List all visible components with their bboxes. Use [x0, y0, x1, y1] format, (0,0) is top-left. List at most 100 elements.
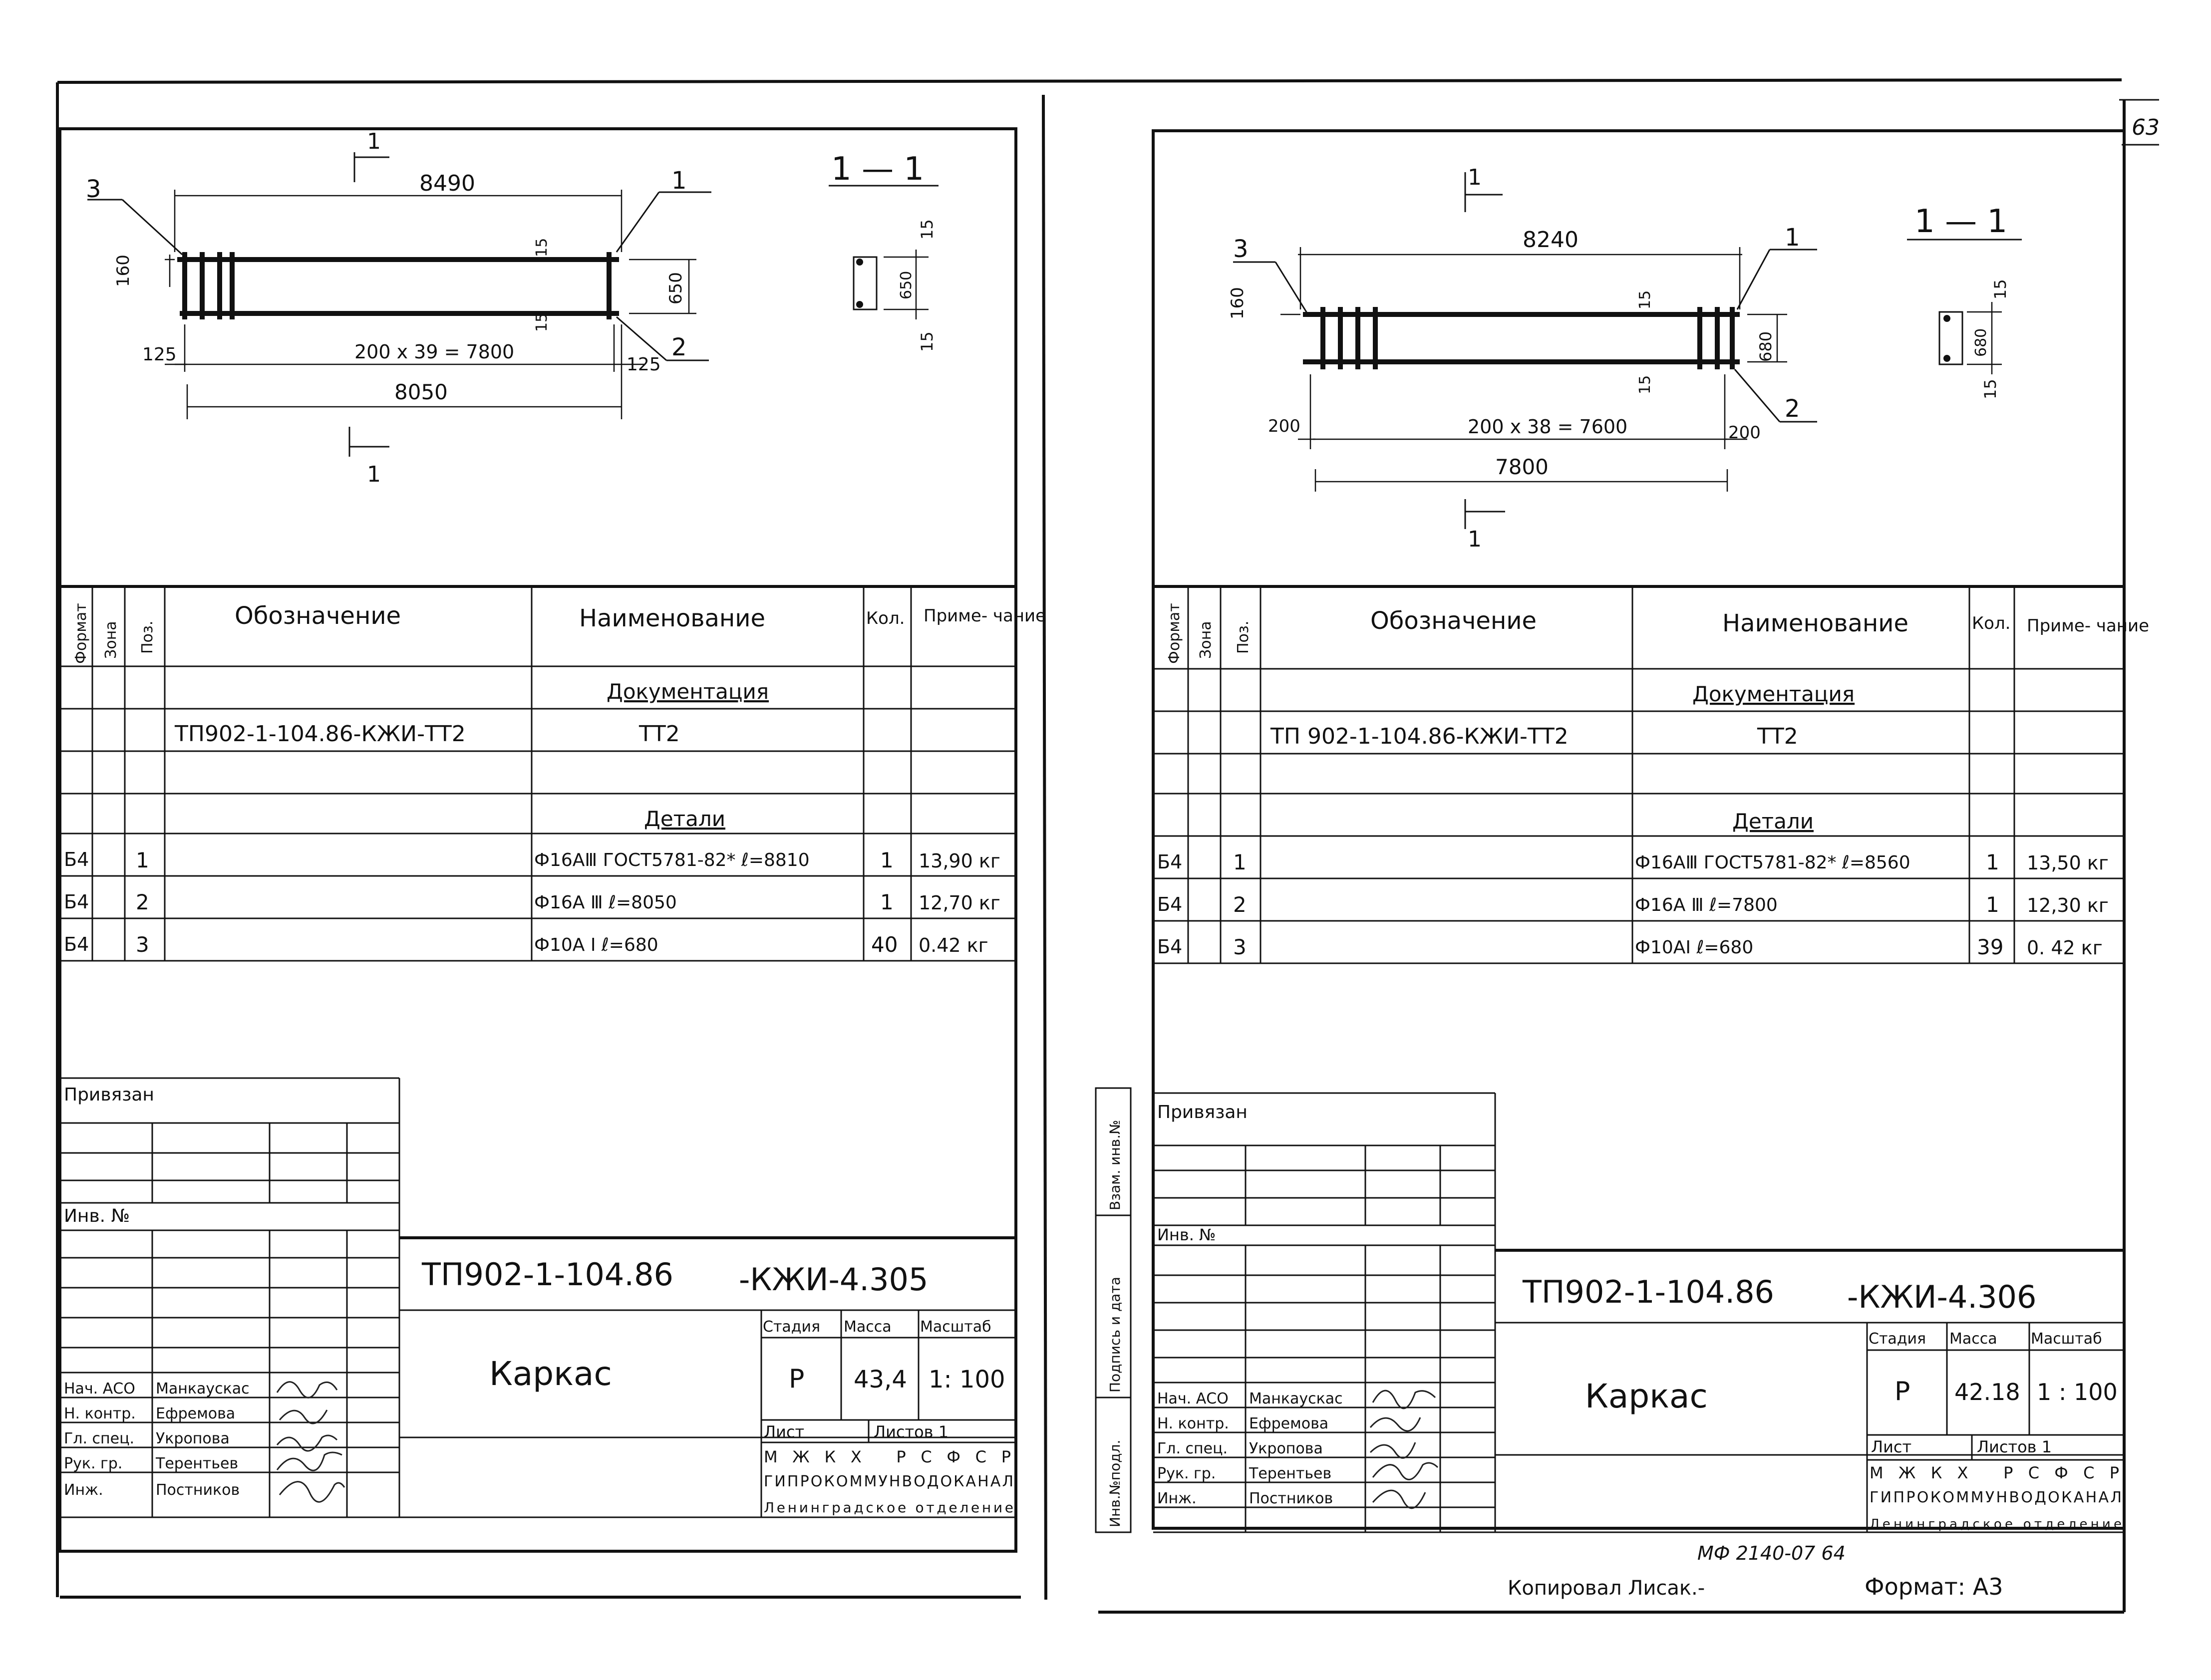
spec-table: Формат Зона Поз. Обозначение Наименовани… — [60, 585, 1046, 962]
col-header-note: Приме- чание — [924, 606, 1046, 626]
title-block: Инв.№подл. Подпись и дата Взам. инв.№ — [1095, 1087, 2124, 1533]
row2-name: Ф16А Ⅲ ℓ=8050 — [534, 892, 677, 913]
role-2: Н. контр. — [1157, 1415, 1229, 1432]
sec-dim-height: 650 — [898, 271, 915, 299]
name-3: Укропова — [1249, 1440, 1323, 1457]
section-view: 1 — 1 680 15 15 — [1907, 203, 2022, 399]
row3-note: 0. 42 кг — [2027, 937, 2103, 959]
name-5: Постников — [156, 1481, 240, 1499]
role-1: Нач. АСО — [1157, 1390, 1229, 1407]
scale-header: Масштаб — [2031, 1330, 2102, 1348]
col-header-pos: Поз. — [1235, 621, 1252, 654]
row1-note: 13,90 кг — [919, 850, 1000, 872]
signatures — [1369, 1390, 1439, 1509]
row3-pos: 3 — [1233, 935, 1247, 959]
drawing-title: Каркас — [1585, 1377, 1708, 1415]
dim-spacing: 200 x 38 = 7600 — [1468, 416, 1627, 438]
callout-1: 1 — [1785, 224, 1800, 252]
col-header-pos: Поз. — [139, 621, 156, 654]
doc-code: ТП902-1-104.86 — [1522, 1274, 1774, 1310]
sheets-header: Листов 1 — [1977, 1437, 2052, 1456]
name-2: Ефремова — [1249, 1415, 1328, 1432]
row3-name: Ф10А Ⅰ ℓ=680 — [534, 935, 658, 955]
section-view: 1 — 1 650 15 15 — [829, 151, 939, 352]
inv-label: Инв. № — [1157, 1225, 1216, 1244]
name-4: Терентьев — [155, 1455, 238, 1472]
page-number: 63 — [2132, 115, 2160, 140]
row2-name: Ф16А Ⅲ ℓ=7800 — [1635, 895, 1778, 915]
sheets-header: Листов 1 — [874, 1422, 948, 1441]
sheet-header: Лист — [1871, 1437, 1911, 1456]
title-block: Привязан Инв. № ТП902-1-104.86 -КЖИ-4.30… — [60, 1077, 1016, 1518]
name-2: Ефремова — [156, 1405, 235, 1422]
mass-value: 42.18 — [1954, 1379, 2020, 1405]
row2-pos: 2 — [136, 890, 149, 914]
callout-1: 1 — [671, 167, 687, 195]
row2-qty: 1 — [880, 890, 894, 914]
row1-qty: 1 — [1986, 850, 1999, 874]
col-header-format: Формат — [72, 603, 90, 664]
callout-3: 3 — [86, 175, 101, 203]
col-header-qty: Кол. — [1972, 613, 2010, 633]
section-title: 1 — 1 — [831, 151, 924, 188]
section-title: 1 — 1 — [1914, 203, 2007, 240]
row1-note: 13,50 кг — [2027, 852, 2109, 874]
row3-note: 0.42 кг — [919, 934, 988, 956]
stage-value: Р — [1895, 1377, 1910, 1406]
mass-value: 43,4 — [854, 1366, 907, 1394]
elevation-view: 1 1 3 1 2 8240 200 x 38 = 7600 7800 200 … — [1228, 165, 1817, 552]
sec-dim-height: 680 — [1972, 328, 1990, 357]
section-parts: Детали — [1732, 809, 1814, 834]
dim-end-left: 200 — [1268, 416, 1300, 436]
row3-qty: 40 — [871, 932, 898, 957]
dim-height-left: 160 — [113, 255, 133, 287]
org-line-2: ГИПРОКОММУНВОДОКАНАЛ — [1870, 1489, 2122, 1506]
scale-value: 1 : 100 — [2037, 1379, 2118, 1405]
dim-height-right: 650 — [666, 272, 686, 304]
col-header-designation: Обозначение — [235, 602, 401, 630]
col-header-zone: Зона — [102, 621, 120, 659]
dim-spacing: 200 x 39 = 7800 — [354, 341, 514, 363]
role-5: Инж. — [64, 1481, 103, 1499]
sec-dim-cover-a: 15 — [1991, 279, 2010, 299]
row2-qty: 1 — [1986, 892, 1999, 917]
dim-end-left: 125 — [142, 344, 177, 365]
row1-name: Ф16АⅢ ГОСТ5781-82* ℓ=8810 — [534, 850, 810, 870]
row2-note: 12,30 кг — [2027, 894, 2109, 916]
dim-cover-a: 15 — [1636, 290, 1654, 309]
signatures — [276, 1381, 345, 1503]
dim-end-right: 200 — [1728, 423, 1761, 443]
col-header-name: Наименование — [579, 604, 765, 632]
row1-format: Б4 — [1157, 851, 1182, 873]
side-label-inv-orig: Инв.№подл. — [1107, 1440, 1123, 1527]
mass-header: Масса — [1949, 1330, 1997, 1348]
role-3: Гл. спец. — [64, 1430, 134, 1447]
name-1: Манкаускас — [1249, 1390, 1343, 1407]
dim-cover-a: 15 — [533, 238, 551, 257]
row3-format: Б4 — [64, 933, 89, 955]
doc-suffix: -КЖИ-4.306 — [1847, 1279, 2036, 1315]
sheet-left: 1 1 3 1 2 8490 200 x 39 = 7800 8050 125 … — [58, 127, 1046, 1553]
spec-table: Формат Зона Поз. Обозначение Наименовани… — [1153, 585, 2149, 964]
row2-format: Б4 — [64, 891, 89, 913]
dim-overall-bottom: 8050 — [394, 380, 448, 404]
doc-code: ТП902-1-104.86 — [421, 1256, 673, 1293]
section-docs: Документация — [607, 679, 769, 704]
doc-suffix: -КЖИ-4.305 — [739, 1261, 928, 1298]
sheet-header: Лист — [764, 1422, 804, 1441]
dim-overall-bottom: 7800 — [1495, 455, 1549, 479]
role-2: Н. контр. — [64, 1405, 136, 1422]
doc-name: ТТ2 — [1757, 724, 1798, 749]
row2-format: Б4 — [1157, 893, 1182, 915]
scale-header: Масштаб — [920, 1318, 991, 1336]
row3-qty: 39 — [1977, 935, 2003, 959]
row1-format: Б4 — [64, 848, 89, 870]
stage-header: Стадия — [763, 1318, 820, 1336]
side-label-replaced: Взам. инв.№ — [1107, 1120, 1123, 1210]
dim-height-right: 680 — [1756, 331, 1775, 362]
col-header-designation: Обозначение — [1370, 607, 1537, 635]
col-header-format: Формат — [1166, 603, 1183, 664]
role-4: Рук. гр. — [64, 1455, 122, 1472]
name-5: Постников — [1249, 1490, 1333, 1507]
